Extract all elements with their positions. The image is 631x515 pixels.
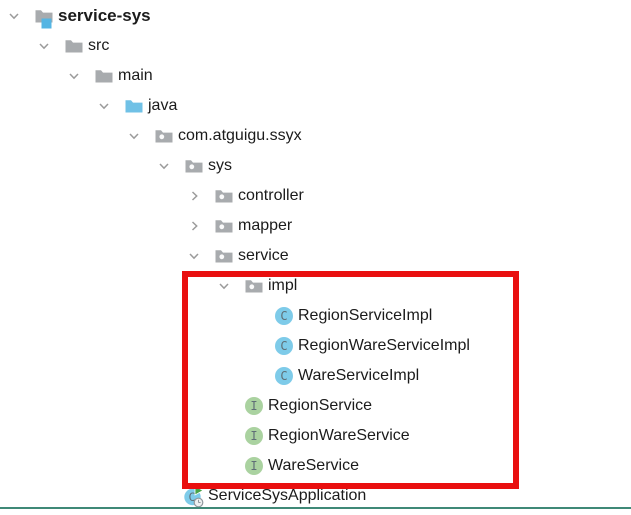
chevron-spacer bbox=[218, 391, 244, 421]
tree-row[interactable]: com.atguigu.ssyx bbox=[0, 121, 631, 151]
svg-text:C: C bbox=[280, 309, 287, 323]
module-icon bbox=[34, 6, 54, 29]
folder-icon bbox=[64, 36, 84, 56]
tree-row[interactable]: I RegionWareService bbox=[0, 421, 631, 451]
tree-item-label: RegionService bbox=[268, 397, 373, 414]
chevron-down-icon[interactable] bbox=[8, 1, 34, 31]
class-icon: C bbox=[274, 306, 294, 326]
chevron-down-icon[interactable] bbox=[218, 271, 244, 301]
tree-item-label: RegionWareService bbox=[268, 427, 410, 444]
tree-row[interactable]: main bbox=[0, 61, 631, 91]
interface-icon: I bbox=[244, 456, 264, 476]
chevron-down-icon[interactable] bbox=[188, 241, 214, 271]
panel-divider-line bbox=[0, 507, 631, 509]
tree-item-label: ServiceSysApplication bbox=[208, 487, 367, 504]
chevron-spacer bbox=[218, 421, 244, 451]
tree-item-label: src bbox=[88, 37, 110, 54]
tree-item-label: RegionWareServiceImpl bbox=[298, 337, 470, 354]
tree-row[interactable]: service-sys bbox=[0, 1, 631, 31]
tree-row[interactable]: C WareServiceImpl bbox=[0, 361, 631, 391]
chevron-down-icon[interactable] bbox=[128, 121, 154, 151]
chevron-down-icon[interactable] bbox=[38, 31, 64, 61]
folder-icon bbox=[94, 66, 114, 86]
package-icon bbox=[214, 246, 234, 266]
tree-item-label: WareServiceImpl bbox=[298, 367, 420, 384]
interface-icon: I bbox=[244, 426, 264, 446]
tree-item-label: java bbox=[148, 97, 178, 114]
main-class-icon: C bbox=[184, 485, 204, 508]
tree-row[interactable]: mapper bbox=[0, 211, 631, 241]
chevron-spacer bbox=[248, 331, 274, 361]
source-folder-icon bbox=[124, 96, 144, 116]
class-icon: C bbox=[274, 366, 294, 386]
tree-row[interactable]: I RegionService bbox=[0, 391, 631, 421]
svg-text:C: C bbox=[280, 369, 287, 383]
tree-item-label: impl bbox=[268, 277, 298, 294]
tree-item-label: service bbox=[238, 247, 289, 264]
tree-row[interactable]: java bbox=[0, 91, 631, 121]
chevron-right-icon[interactable] bbox=[188, 211, 214, 241]
tree-item-label: main bbox=[118, 67, 153, 84]
tree-item-label: RegionServiceImpl bbox=[298, 307, 433, 324]
tree-row[interactable]: impl bbox=[0, 271, 631, 301]
package-icon bbox=[214, 186, 234, 206]
tree-row[interactable]: I WareService bbox=[0, 451, 631, 481]
svg-text:I: I bbox=[250, 399, 257, 413]
chevron-down-icon[interactable] bbox=[158, 151, 184, 181]
tree-row[interactable]: src bbox=[0, 31, 631, 61]
class-icon: C bbox=[274, 336, 294, 356]
tree-item-label: sys bbox=[208, 157, 232, 174]
package-icon bbox=[154, 126, 174, 146]
chevron-right-icon[interactable] bbox=[188, 181, 214, 211]
tree-item-label: mapper bbox=[238, 217, 293, 234]
tree-row[interactable]: controller bbox=[0, 181, 631, 211]
svg-text:C: C bbox=[189, 490, 196, 504]
chevron-down-icon[interactable] bbox=[98, 91, 124, 121]
chevron-spacer bbox=[248, 301, 274, 331]
tree-item-label: WareService bbox=[268, 457, 359, 474]
package-icon bbox=[214, 216, 234, 236]
svg-text:I: I bbox=[250, 429, 257, 443]
package-icon bbox=[244, 276, 264, 296]
tree-row[interactable]: sys bbox=[0, 151, 631, 181]
tree-item-label: com.atguigu.ssyx bbox=[178, 127, 302, 144]
tree-row[interactable]: C RegionServiceImpl bbox=[0, 301, 631, 331]
chevron-spacer bbox=[218, 451, 244, 481]
tree-row[interactable]: service bbox=[0, 241, 631, 271]
package-icon bbox=[184, 156, 204, 176]
chevron-down-icon[interactable] bbox=[68, 61, 94, 91]
tree-row[interactable]: C RegionWareServiceImpl bbox=[0, 331, 631, 361]
svg-text:C: C bbox=[280, 339, 287, 353]
tree-item-label: controller bbox=[238, 187, 304, 204]
svg-text:I: I bbox=[250, 459, 257, 473]
tree-item-label: service-sys bbox=[58, 6, 151, 25]
chevron-spacer bbox=[248, 361, 274, 391]
interface-icon: I bbox=[244, 396, 264, 416]
